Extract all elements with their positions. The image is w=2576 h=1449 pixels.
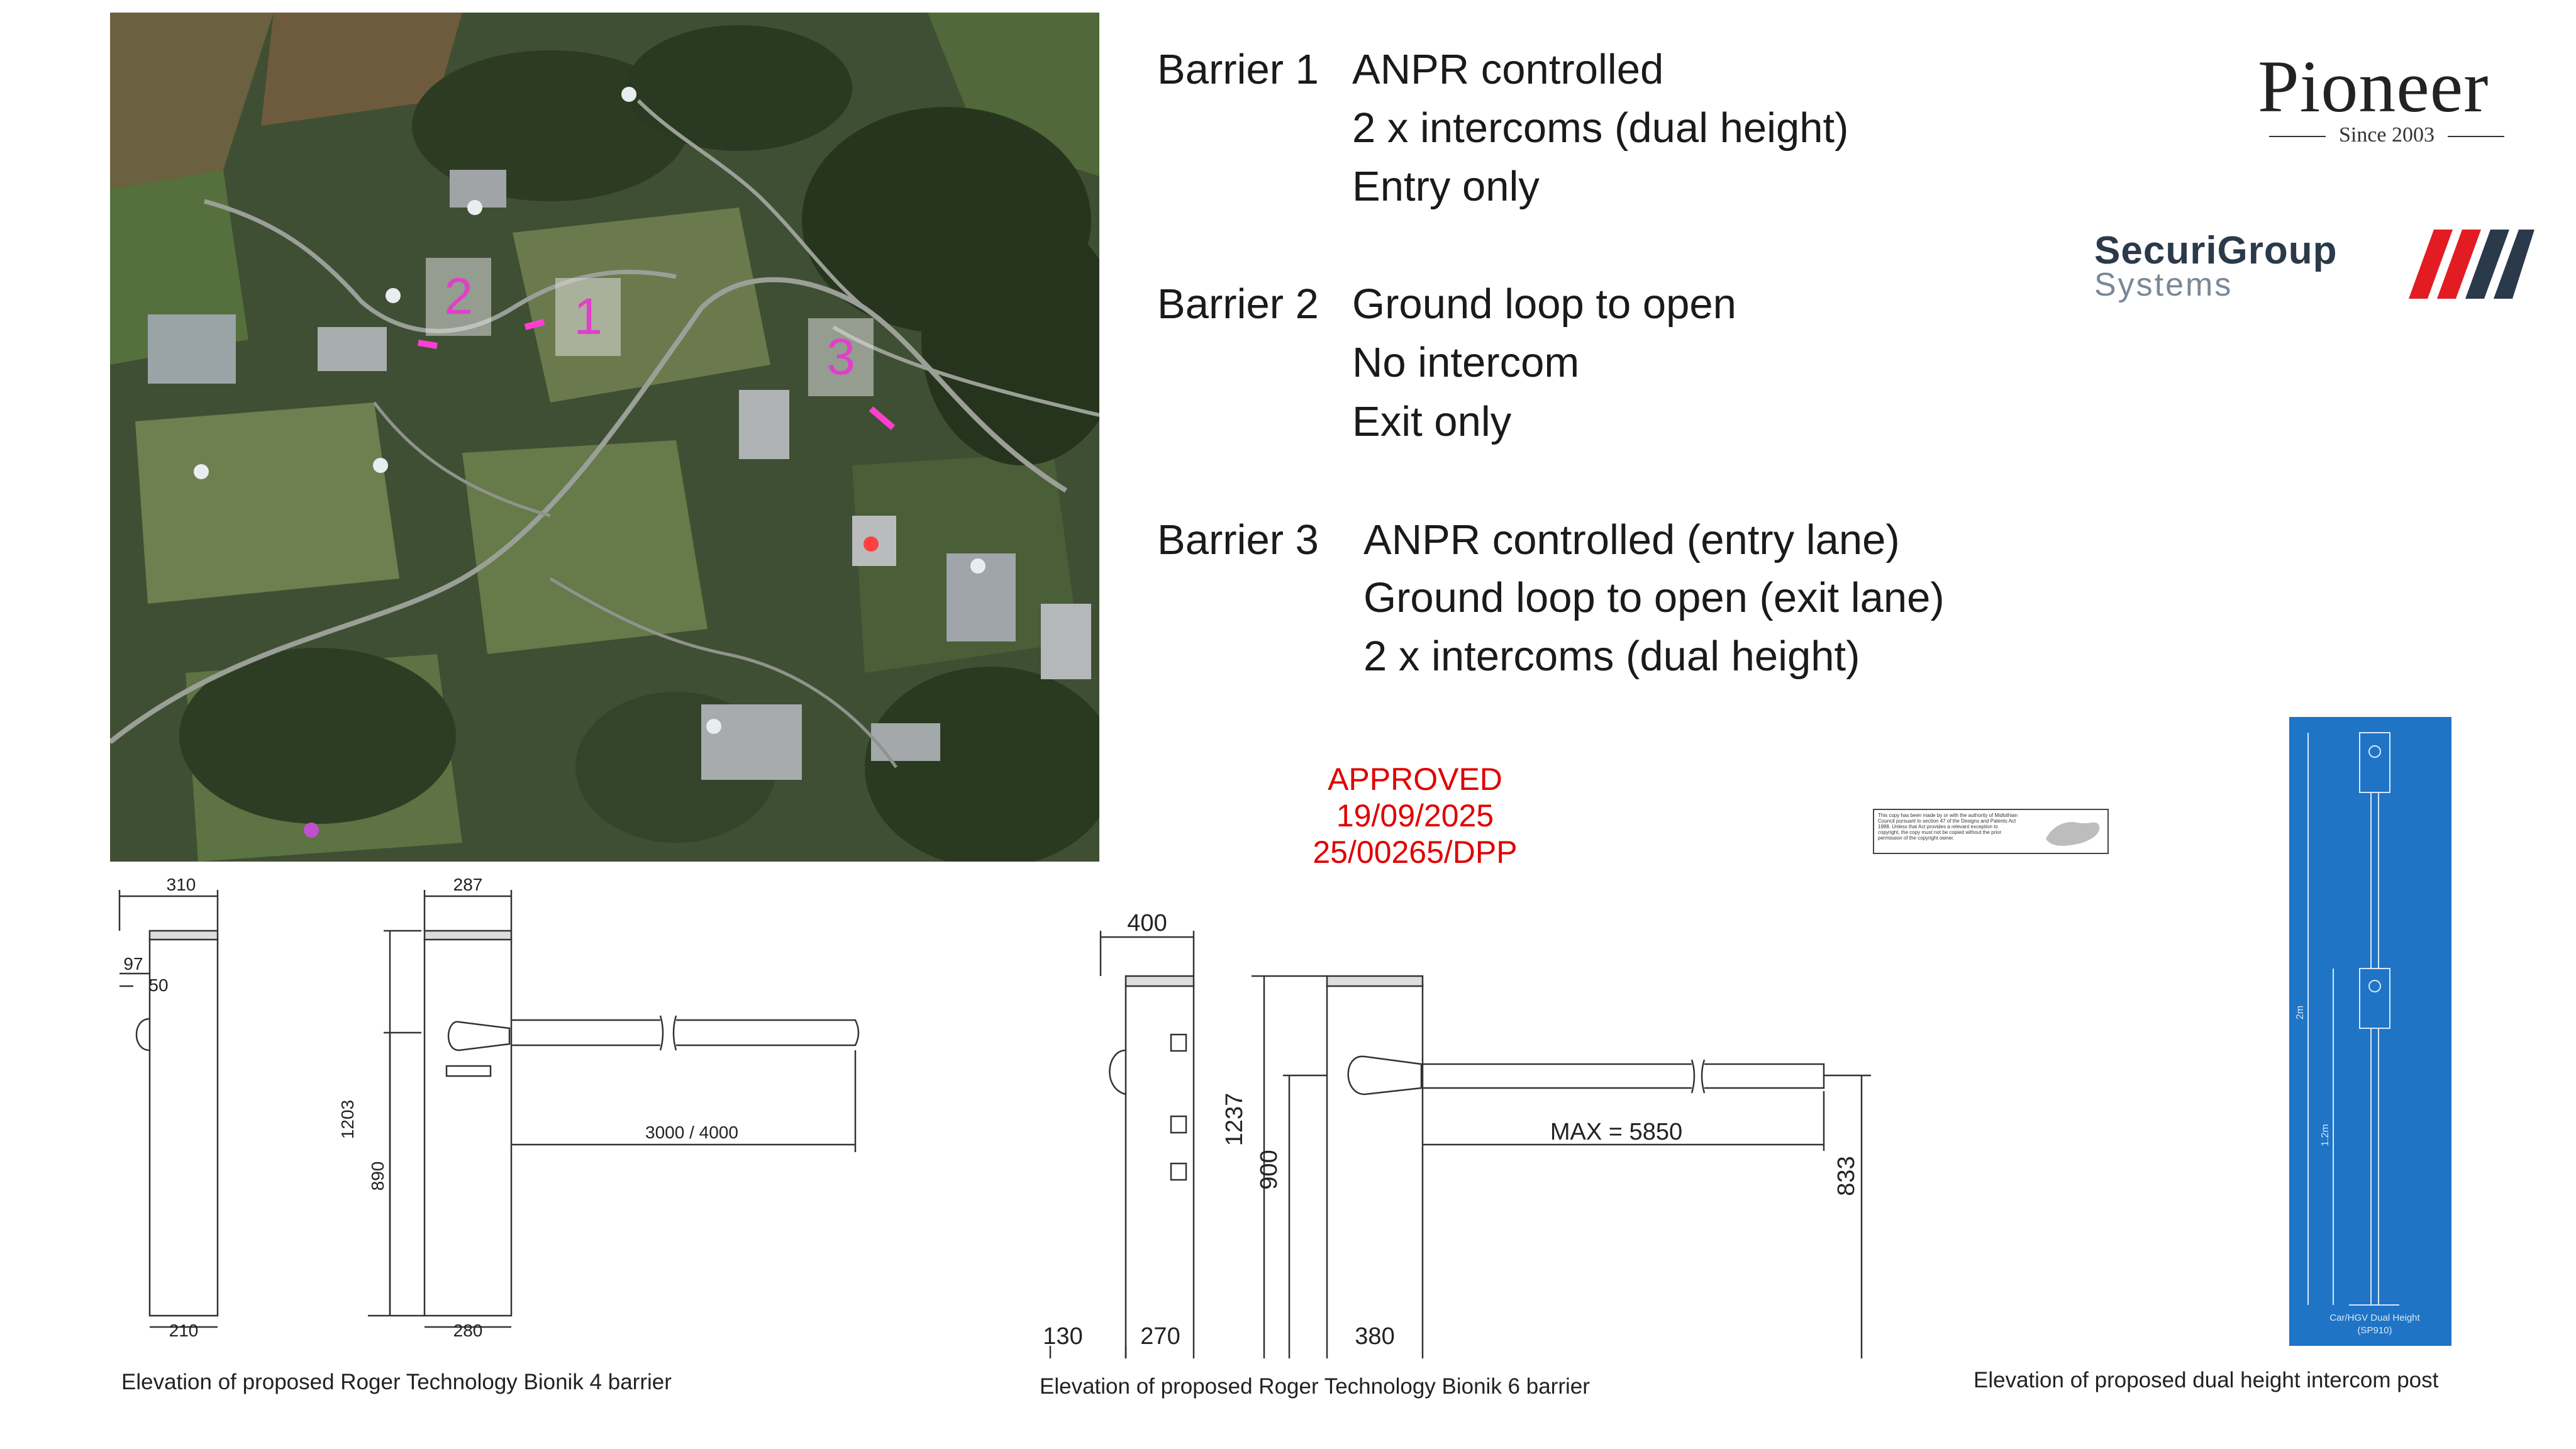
pioneer-since-text: Since 2003 bbox=[2338, 123, 2435, 147]
approval-date: 19/09/2025 bbox=[1336, 798, 1494, 833]
barrier-3-line-2: Ground loop to open (exit lane) bbox=[1363, 574, 1945, 621]
bionik6-front-cap bbox=[1326, 975, 1424, 987]
pioneer-logo-since: Since 2003 bbox=[2264, 123, 2509, 147]
bionik4-side-pivot bbox=[135, 1018, 150, 1052]
intercom-label: Car/HGV Dual Height bbox=[2329, 1313, 2420, 1323]
map-marker-barrier-3: 3 bbox=[808, 318, 874, 396]
intercom-upper-unit bbox=[2359, 732, 2390, 793]
barrier-2-line-3: Exit only bbox=[1352, 398, 1512, 445]
bionik6-dim-arm-length: MAX = 5850 bbox=[1550, 1119, 1682, 1145]
bionik6-caption: Elevation of proposed Roger Technology B… bbox=[1040, 1374, 1590, 1399]
site-satellite-map: 2 1 3 bbox=[110, 13, 1099, 862]
intercom-dim-total: 2m bbox=[2295, 1006, 2306, 1019]
approval-reference: 25/00265/DPP bbox=[1313, 835, 1518, 870]
bionik6-dim-cabinet-base: 380 bbox=[1355, 1323, 1394, 1350]
bionik4-dim-offset-a: 97 bbox=[123, 954, 143, 974]
bionik4-dim-top-width: 310 bbox=[167, 875, 196, 894]
bionik6-dim-arm-height: 833 bbox=[1833, 1156, 1860, 1196]
securigroup-logo-sub: Systems bbox=[2094, 267, 2233, 303]
bionik4-dim-base-width: 210 bbox=[169, 1321, 199, 1340]
bionik6-side-cabinet bbox=[1124, 983, 1195, 1358]
bionik4-dim-height: 1203 bbox=[338, 1100, 357, 1139]
bionik6-arm bbox=[1423, 1063, 1825, 1089]
securigroup-slashes-icon bbox=[2409, 230, 2534, 299]
pioneer-logo-name: Pioneer bbox=[2258, 45, 2489, 128]
copyright-text: This copy has been made by or with the a… bbox=[1878, 813, 2018, 841]
map-marker-barrier-1: 1 bbox=[555, 278, 621, 356]
bionik4-dim-offset-b: 50 bbox=[148, 975, 168, 995]
bionik6-dim-pivot-height: 900 bbox=[1256, 1150, 1282, 1189]
map-marker-barrier-2: 2 bbox=[426, 258, 491, 336]
bionik4-dim-arm-length: 3000 / 4000 bbox=[645, 1123, 738, 1142]
pioneer-rule-left bbox=[2269, 136, 2326, 138]
bionik4-lock bbox=[445, 1065, 492, 1077]
barrier-3-line-1: ANPR controlled (entry lane) bbox=[1363, 516, 1900, 564]
barrier-2-line-2: No intercom bbox=[1352, 339, 1580, 386]
bionik6-dim-height: 1237 bbox=[1221, 1093, 1248, 1146]
bionik6-dim-top-width: 400 bbox=[1127, 910, 1167, 936]
bionik6-elevation-drawing: 400 130 270 1237 900 MAX = 5850 833 380 bbox=[1043, 910, 1871, 1358]
barrier-3-line-3: 2 x intercoms (dual height) bbox=[1363, 633, 1860, 680]
bionik6-dim-offset: 130 bbox=[1043, 1323, 1082, 1350]
bionik4-elevation-drawing: 310 97 50 210 287 1203 890 3000 / 4000 2… bbox=[118, 875, 860, 1340]
pioneer-rule-right bbox=[2447, 136, 2504, 138]
bionik4-dim-cabinet-base: 280 bbox=[453, 1321, 483, 1340]
bionik4-side-cap bbox=[148, 930, 219, 941]
bionik6-side-cap bbox=[1124, 975, 1195, 987]
copyright-notice: This copy has been made by or with the a… bbox=[1873, 809, 2109, 854]
barrier-1-line-3: Entry only bbox=[1352, 163, 1540, 210]
bionik6-pivot-hood bbox=[1347, 1055, 1423, 1096]
bionik4-dim-pivot-height: 890 bbox=[368, 1162, 387, 1191]
securigroup-logo: SecuriGroup Systems bbox=[2094, 223, 2534, 305]
approval-status: APPROVED bbox=[1328, 762, 1502, 797]
barrier-1-line-1: ANPR controlled bbox=[1352, 46, 1664, 93]
intercom-lower-unit bbox=[2359, 968, 2390, 1029]
barrier-2-line-1: Ground loop to open bbox=[1352, 280, 1736, 328]
intercom-model: (SP910) bbox=[2357, 1325, 2392, 1336]
barrier-3-name: Barrier 3 bbox=[1157, 516, 1319, 564]
bionik4-front-cap bbox=[423, 930, 513, 941]
barrier-1-line-2: 2 x intercoms (dual height) bbox=[1352, 104, 1849, 152]
bionik6-front-cabinet bbox=[1326, 983, 1424, 1358]
intercom-post-panel: 2m 1.2m Car/HGV Dual Height (SP910) bbox=[2289, 717, 2451, 1346]
bionik4-side-cabinet bbox=[148, 937, 219, 1317]
intercom-dim-lower: 1.2m bbox=[2320, 1124, 2331, 1146]
council-emblem-icon bbox=[2046, 822, 2100, 846]
bionik4-arm bbox=[511, 1019, 860, 1046]
bionik4-caption: Elevation of proposed Roger Technology B… bbox=[121, 1370, 672, 1394]
barrier-2-line bbox=[418, 340, 438, 349]
barrier-3-line bbox=[869, 406, 896, 430]
intercom-caption: Elevation of proposed dual height interc… bbox=[1974, 1368, 2439, 1392]
bionik4-pivot-hood bbox=[447, 1021, 511, 1052]
securigroup-logo-name: SecuriGroup bbox=[2094, 229, 2338, 272]
bionik4-dim-cabinet-top: 287 bbox=[453, 875, 483, 894]
bionik4-front-cabinet bbox=[423, 937, 513, 1317]
barrier-1-name: Barrier 1 bbox=[1157, 46, 1319, 93]
bionik6-dim-base-width: 270 bbox=[1140, 1323, 1180, 1350]
bionik6-side-pivot bbox=[1109, 1049, 1126, 1096]
barrier-2-name: Barrier 2 bbox=[1157, 280, 1319, 328]
map-imagery bbox=[110, 13, 1099, 862]
barrier-1-line bbox=[524, 319, 545, 330]
intercom-post-drawing: 2m 1.2m Car/HGV Dual Height (SP910) bbox=[2295, 732, 2421, 1336]
